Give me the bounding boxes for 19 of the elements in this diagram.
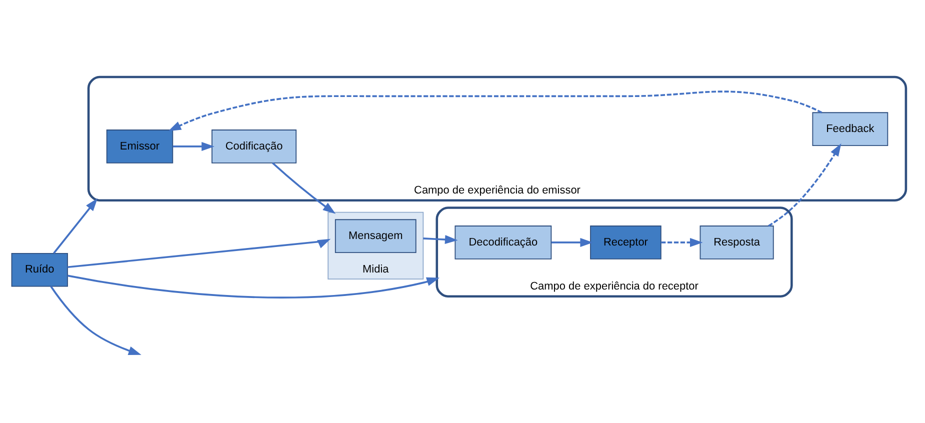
arrow	[768, 142, 842, 226]
arrow	[168, 90, 822, 131]
node-box: Resposta	[700, 225, 774, 259]
node-box: Receptor	[590, 225, 662, 259]
arrow	[661, 237, 703, 246]
node-box: Feedback	[812, 112, 888, 146]
arrow	[68, 274, 440, 298]
node-box: Emissor	[106, 129, 174, 163]
arrow	[272, 162, 336, 214]
node-box: Mensagem	[334, 218, 416, 252]
arrow	[53, 198, 98, 254]
node-box: Decodificação	[454, 225, 552, 259]
arrow	[423, 234, 458, 244]
arrow	[551, 237, 594, 246]
arrow	[50, 285, 142, 354]
node-box: Ruído	[11, 252, 68, 286]
node-box: Codificação	[212, 129, 297, 163]
arrow	[68, 238, 331, 268]
arrow	[172, 141, 214, 150]
